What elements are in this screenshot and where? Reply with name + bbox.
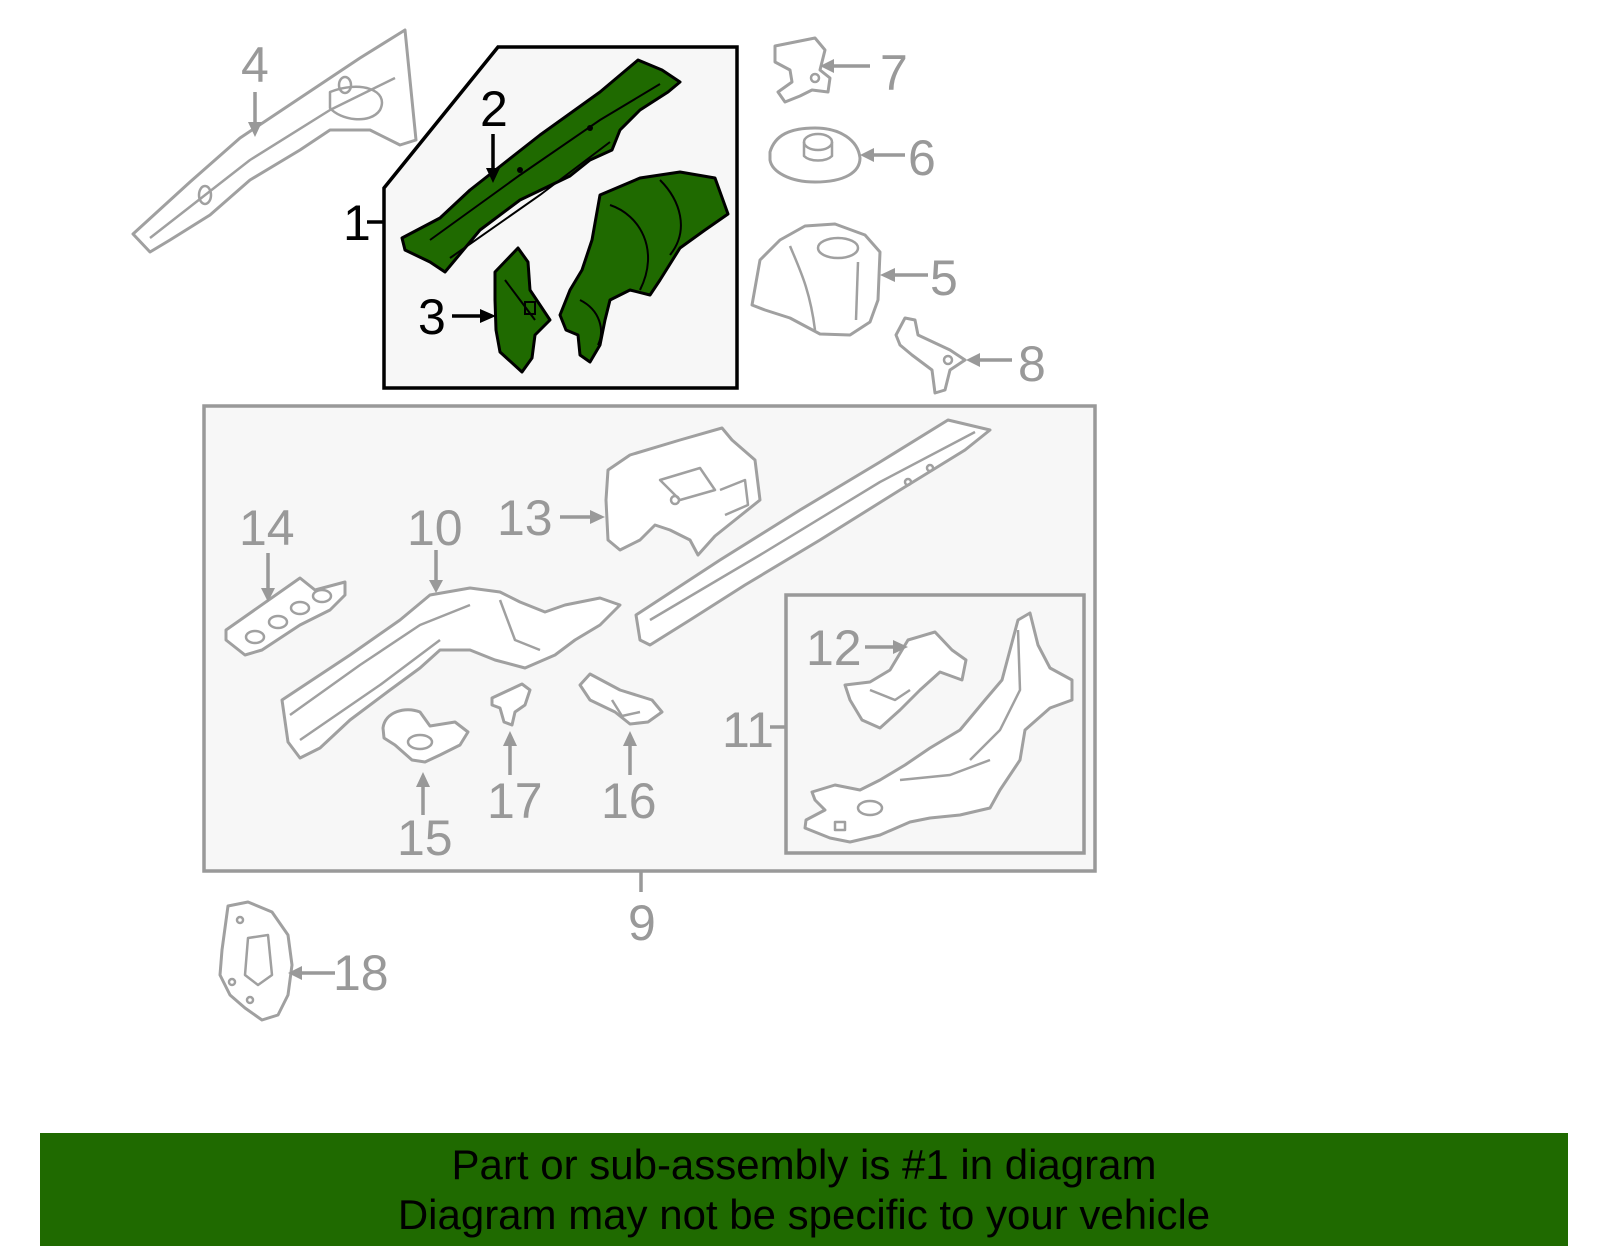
part-3-bracket[interactable] [493, 246, 552, 374]
callout-3: 3 [418, 289, 446, 345]
callout-17: 17 [487, 773, 543, 829]
part-13-bracket[interactable] [604, 426, 762, 557]
part-8-bracket[interactable] [894, 316, 967, 395]
callout-2: 2 [480, 81, 508, 137]
banner-line-2: Diagram may not be specific to your vehi… [397, 1190, 1211, 1238]
callout-7: 7 [880, 45, 908, 101]
assembly-1-frame [382, 45, 739, 390]
part-16-bracket[interactable] [578, 672, 664, 726]
part-4-pillar[interactable] [131, 28, 418, 254]
callout-14: 14 [239, 500, 295, 556]
callout-5: 5 [930, 250, 958, 306]
info-banner: Part or sub-assembly is #1 in diagram Di… [40, 1133, 1568, 1246]
part-10-frame-rail[interactable] [280, 586, 622, 760]
callout-18: 18 [333, 945, 389, 1001]
part-17-clip[interactable] [490, 682, 532, 727]
callout-6: 6 [908, 130, 936, 186]
callout-9: 9 [628, 895, 656, 951]
callout-13: 13 [497, 490, 553, 546]
callout-8: 8 [1018, 336, 1046, 392]
banner-line-1: Part or sub-assembly is #1 in diagram [451, 1140, 1157, 1188]
callout-1: 1 [343, 195, 371, 251]
callout-11: 11 [722, 702, 774, 758]
part-14-bracket[interactable] [224, 576, 347, 657]
part-5-shock-tower[interactable] [750, 222, 882, 337]
part-18-shield[interactable] [218, 900, 294, 1022]
part-7-bracket[interactable] [773, 36, 832, 104]
callout-15: 15 [397, 810, 453, 866]
part-2-rail[interactable] [400, 58, 682, 274]
callout-4: 4 [241, 37, 269, 93]
part-6-strut-mount[interactable] [768, 126, 862, 184]
part-15-mount[interactable] [381, 708, 470, 764]
callout-16: 16 [601, 773, 657, 829]
callout-12: 12 [806, 620, 862, 676]
part-11-panel[interactable] [803, 611, 1074, 844]
part-12-bracket[interactable] [843, 630, 968, 730]
part-1-wheelhouse[interactable] [558, 170, 730, 364]
part-9-long-rail[interactable] [634, 418, 992, 647]
callout-10: 10 [407, 500, 463, 556]
